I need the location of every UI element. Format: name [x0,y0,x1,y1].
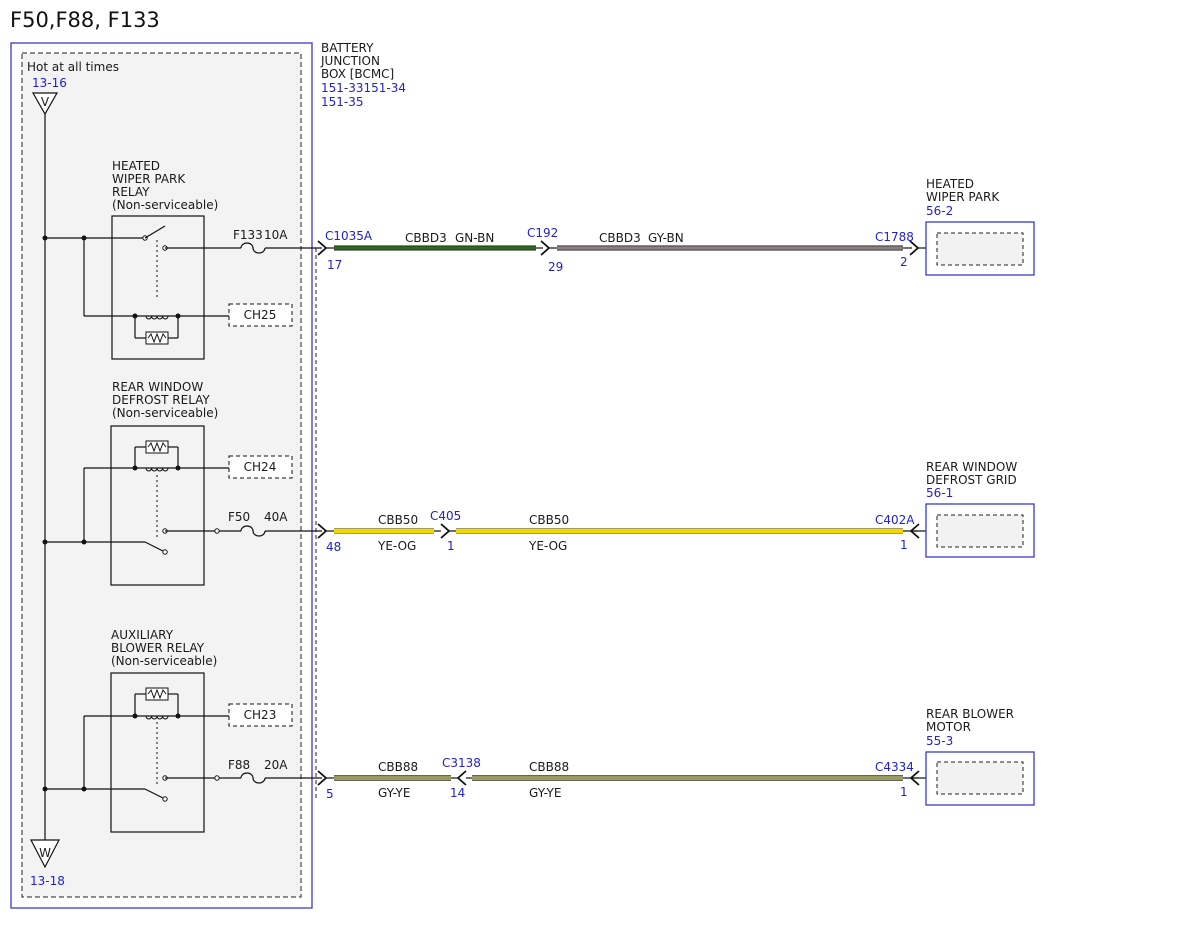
v-offpage-triangle-icon [31,92,59,116]
ch23-label: CH23 [244,708,277,722]
ch24-box[interactable] [228,455,293,479]
ch23-box[interactable] [228,703,293,727]
device1-component[interactable] [936,232,1024,266]
fuse-f88-rating: 20A [264,758,288,772]
fuse-f50-rating: 40A [264,510,288,524]
ch25-box[interactable] [228,303,293,327]
device1-ref[interactable]: 56-2 [926,204,953,218]
relay3-wiring [42,687,241,802]
relay2-wiring [42,440,241,555]
pin-5: 5 [326,787,334,801]
fuse-f88-icon [240,772,266,784]
circuit1-harness [317,240,926,256]
circuit2-harness [317,523,926,539]
device2-label-2: DEFROST GRID [926,473,1017,487]
relay3-label-2: BLOWER RELAY [111,641,205,655]
circuit3-seg2-color: GY-YE [529,786,561,800]
circuit3-seg2-circuit: CBB88 [529,760,569,774]
relay2-label-1: REAR WINDOW [112,380,203,394]
circuit3-seg1-circuit: CBB88 [378,760,418,774]
v-ref-link[interactable]: 13-16 [32,76,67,90]
hot-at-all-times-label: Hot at all times [27,60,119,74]
circuit2-seg1-circuit: CBB50 [378,513,418,527]
circuit1-seg1-circuit: CBBD3 [405,231,447,245]
device2-ref[interactable]: 56-1 [926,486,953,500]
bjb-outline [10,42,313,909]
fuse-f88-label: F88 [228,758,250,772]
conn-c405[interactable]: C405 [430,509,461,523]
pin-1-c402a: 1 [900,538,908,552]
relay1-wiring [42,225,241,345]
circuit2-seg2-color: YE-OG [528,539,567,553]
bjb-ref-2[interactable]: 151-35 [321,95,364,109]
device2-component[interactable] [936,514,1024,548]
circuit2-seg1-color: YE-OG [377,539,416,553]
fuse-f133-label: F133 [233,228,263,242]
device3-label-1: REAR BLOWER [926,707,1014,721]
relay3-label-3: (Non-serviceable) [111,654,217,668]
fuse-f50-icon [240,525,266,537]
pin-17: 17 [327,258,342,272]
relay1-label-3: RELAY [112,185,150,199]
ch24-label: CH24 [244,460,277,474]
conn-c1035a[interactable]: C1035A [325,229,373,243]
circuit1-seg2-circuit: CBBD3 [599,231,641,245]
device2-label-1: REAR WINDOW [926,460,1017,474]
circuit1-seg1-color: GN-BN [455,231,494,245]
fuse-f133-rating: 10A [264,228,288,242]
circuit2-seg2-circuit: CBB50 [529,513,569,527]
relay1-label-1: HEATED [112,159,160,173]
device1-label-1: HEATED [926,177,974,191]
relay3-box [110,672,205,833]
conn-c192[interactable]: C192 [527,226,558,240]
circuit1-seg2-color: GY-BN [648,231,684,245]
pin-29: 29 [548,260,563,274]
circuit3-seg1-color: GY-YE [378,786,410,800]
conn-c4334[interactable]: C4334 [875,760,914,774]
pin-1-c405: 1 [447,539,455,553]
pin-48: 48 [326,540,341,554]
pin-2: 2 [900,255,908,269]
fuse-f50-label: F50 [228,510,250,524]
page-title: F50,F88, F133 [10,8,160,32]
relay2-box [110,425,205,586]
device2-outline [925,503,1035,558]
conn-c402a[interactable]: C402A [875,513,915,527]
circuit3-harness [317,770,926,786]
w-ref-link[interactable]: 13-18 [30,874,65,888]
relay3-label-1: AUXILIARY [111,628,174,642]
conn-c1788[interactable]: C1788 [875,230,914,244]
device1-label-2: WIPER PARK [926,190,1000,204]
relay2-label-2: DEFROST RELAY [112,393,210,407]
relay2-label-3: (Non-serviceable) [112,406,218,420]
bjb-label-1: BATTERY [321,41,374,55]
conn-c3138[interactable]: C3138 [442,756,481,770]
relay1-label-4: (Non-serviceable) [112,198,218,212]
relay1-label-2: WIPER PARK [112,172,186,186]
ch25-label: CH25 [244,308,277,322]
w-symbol: W [39,846,51,860]
bjb-label-2: JUNCTION [320,54,380,68]
device3-label-2: MOTOR [926,720,971,734]
device3-ref[interactable]: 55-3 [926,734,953,748]
relay1-box [111,215,205,360]
w-offpage-triangle-icon [30,839,60,869]
device3-component[interactable] [936,761,1024,795]
pin-14: 14 [450,786,465,800]
device3-outline [925,751,1035,806]
fuse-f133-icon [240,242,266,254]
device1-outline [925,221,1035,276]
v-symbol: V [41,95,50,109]
bjb-label-3: BOX [BCMC] [321,67,394,81]
pin-1-c4334: 1 [900,785,908,799]
bjb-ref-1[interactable]: 151-33151-34 [321,81,406,95]
